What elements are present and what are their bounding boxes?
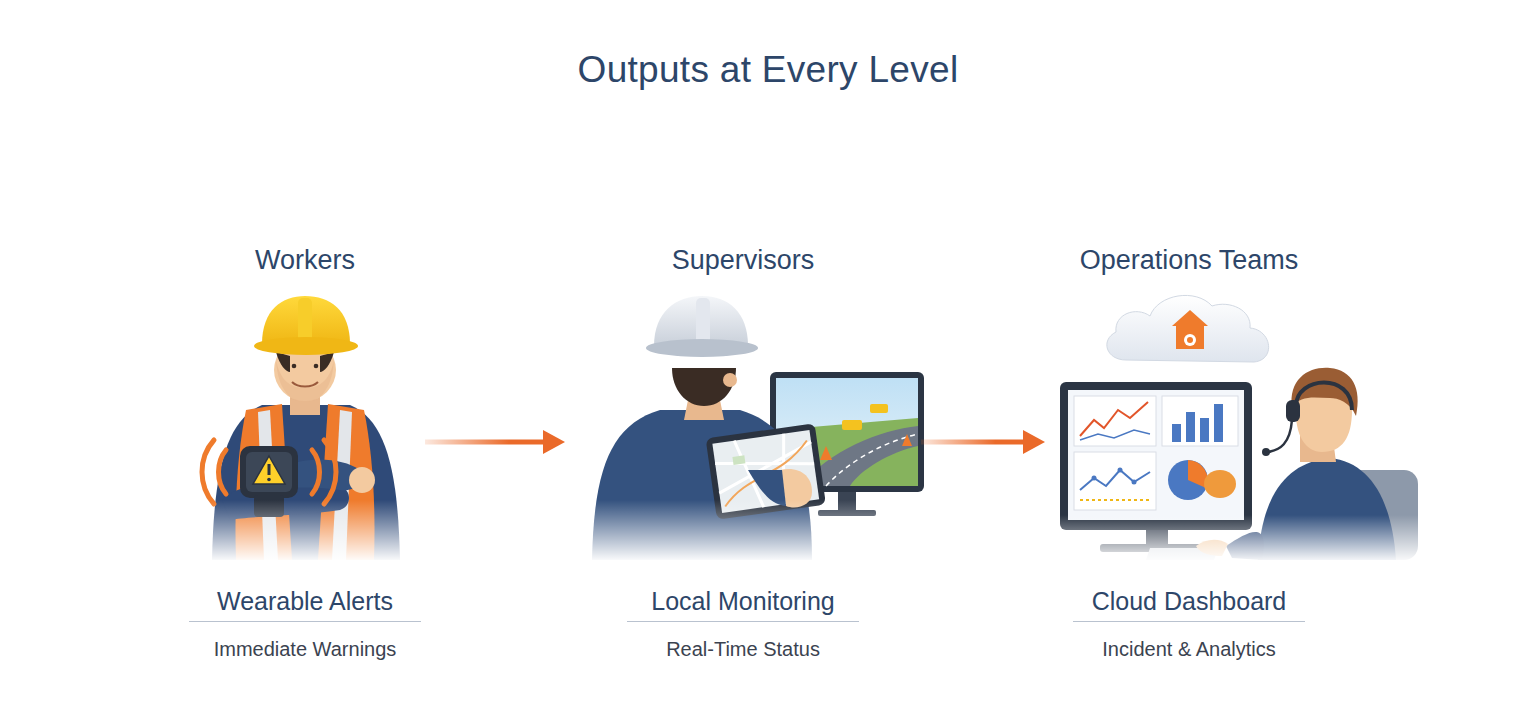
- diagram-title: Outputs at Every Level: [0, 46, 1536, 94]
- illustration-part: [1176, 325, 1204, 349]
- output-column: WorkersWearable AlertsImmediate Warnings: [185, 240, 425, 672]
- illustration-part: [1286, 400, 1300, 422]
- illustration-part: [732, 455, 745, 465]
- illustration-part: [820, 446, 832, 460]
- illustration-part: [267, 478, 271, 482]
- illustration-part: [1107, 295, 1269, 362]
- illustration-part: [902, 434, 912, 446]
- illustration-part: [1040, 515, 1430, 563]
- output-label: Wearable Alerts: [189, 583, 421, 622]
- output-label: Local Monitoring: [627, 583, 859, 622]
- illustration-part: [202, 440, 214, 504]
- illustration-part: [1268, 420, 1292, 452]
- illustration-part: [1172, 424, 1181, 442]
- output-column: SupervisorsLocal MonitoringReal-Time Sta…: [565, 240, 921, 672]
- illustration-part: [1132, 480, 1137, 485]
- illustration-part: [1080, 430, 1150, 440]
- illustration-part: [240, 446, 298, 498]
- arrow-shaft: [921, 440, 1027, 445]
- illustration-part: [654, 296, 748, 346]
- illustration-part: [1296, 383, 1352, 411]
- illustration-part: [324, 440, 336, 504]
- arrow-head: [1023, 430, 1045, 454]
- illustration-part: [312, 450, 320, 494]
- illustration-part: [646, 339, 758, 357]
- illustration-part: [1186, 412, 1195, 442]
- illustration-part: [1187, 337, 1193, 343]
- illustration-part: [292, 382, 318, 387]
- arrow-head: [543, 430, 565, 454]
- illustration-part: [586, 500, 926, 562]
- column-heading: Supervisors: [565, 240, 921, 280]
- illustration-part: [1262, 448, 1270, 456]
- illustration-part: [246, 452, 292, 492]
- illustration-part: [190, 500, 430, 562]
- flow-arrow: [921, 430, 1045, 454]
- illustration-part: [254, 337, 358, 355]
- illustration-part: [1080, 499, 1150, 501]
- illustration-part: [1060, 382, 1252, 530]
- illustration-part: [1214, 404, 1223, 442]
- illustration-part: [1292, 368, 1358, 416]
- output-caption: Incident & Analytics: [1045, 636, 1333, 662]
- output-caption: Immediate Warnings: [185, 636, 425, 662]
- illustration-part: [1092, 476, 1097, 481]
- column-heading: Operations Teams: [1045, 240, 1333, 280]
- illustration-part: [314, 364, 319, 369]
- operations-figure: [1040, 295, 1430, 563]
- arrow-shaft: [425, 440, 547, 445]
- illustration-part: [826, 434, 918, 486]
- illustration-part: [1184, 334, 1196, 346]
- illustration-part: [262, 296, 350, 344]
- illustration-part: [842, 420, 862, 430]
- illustration-part: [1200, 418, 1209, 442]
- illustration-part: [1172, 310, 1208, 326]
- illustration-part: [1118, 468, 1123, 473]
- supervisor-figure: [586, 296, 926, 562]
- column-heading: Workers: [185, 240, 425, 280]
- illustration-part: [1162, 396, 1238, 446]
- output-column: Operations TeamsCloud DashboardIncident …: [1045, 240, 1333, 672]
- illustration-part: [320, 352, 334, 372]
- flow-arrow: [425, 430, 565, 454]
- illustration-part: [1074, 452, 1156, 510]
- output-caption: Real-Time Status: [565, 636, 921, 662]
- illustration-part: [672, 368, 736, 406]
- illustration-part: [718, 440, 815, 506]
- illustration-part: [1080, 470, 1150, 490]
- illustration-part: [349, 467, 375, 493]
- illustration-part: [268, 464, 271, 475]
- illustration-part: [292, 364, 297, 369]
- illustration-part: [1204, 470, 1236, 498]
- illustration-part: [696, 298, 710, 346]
- illustration-part: [1068, 390, 1244, 520]
- illustration-part: [1074, 396, 1156, 446]
- worker-figure: [190, 296, 430, 562]
- illustration-part: [276, 352, 290, 372]
- illustration-part: [253, 456, 285, 484]
- illustration-part: [1168, 460, 1208, 500]
- illustration-part: [219, 450, 227, 494]
- illustration-part: [870, 404, 888, 413]
- illustration-part: [723, 373, 737, 387]
- output-label: Cloud Dashboard: [1073, 583, 1305, 622]
